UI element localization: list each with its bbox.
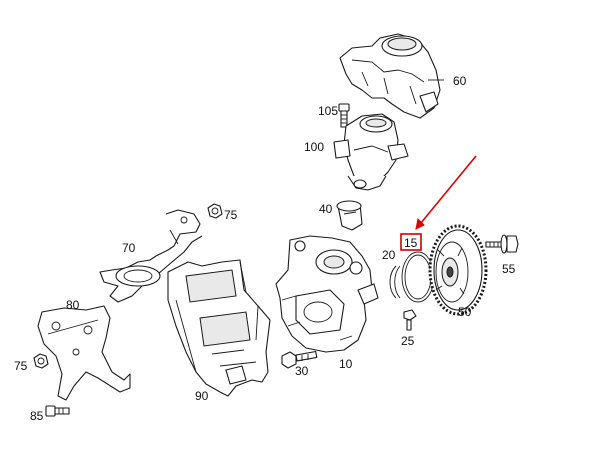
part-55-bolt	[485, 234, 519, 254]
callout-100: 100	[304, 140, 324, 154]
callout-30: 30	[295, 364, 309, 378]
callout-90: 90	[195, 389, 209, 403]
callout-60: 60	[453, 74, 467, 88]
callout-80: 80	[66, 298, 80, 312]
part-80-bracket-plate	[37, 305, 131, 401]
part-10-pump-body	[275, 235, 379, 353]
callout-50: 50	[458, 305, 472, 319]
highlight-arrow	[415, 155, 477, 230]
part-15-seal-ring	[401, 251, 435, 303]
part-90-cover	[167, 259, 271, 397]
part-75-nut-left	[33, 353, 49, 369]
callout-25: 25	[401, 334, 415, 348]
part-100-pump	[333, 113, 409, 191]
callout-10: 10	[339, 357, 353, 371]
callout-55: 55	[502, 262, 516, 276]
part-70-bracket	[99, 209, 203, 303]
callout-85: 85	[30, 409, 44, 423]
callout-75-left: 75	[14, 359, 28, 373]
callout-70: 70	[122, 241, 136, 255]
callout-20: 20	[382, 248, 396, 262]
part-50-gear	[428, 224, 488, 316]
part-60-housing-cover	[339, 33, 444, 119]
part-25-bolt	[403, 309, 417, 331]
part-30-bolt	[281, 350, 318, 369]
callout-40: 40	[319, 202, 333, 216]
callout-75-top: 75	[224, 208, 238, 222]
part-105-bolt	[338, 103, 350, 128]
callout-15-highlight-box	[400, 233, 422, 251]
part-75-nut-top	[207, 203, 223, 219]
part-40-sleeve	[336, 200, 363, 231]
callout-15: 15	[404, 236, 418, 250]
part-20-snap-ring	[389, 265, 401, 299]
part-85-bolt	[45, 405, 70, 417]
callout-105: 105	[318, 104, 338, 118]
